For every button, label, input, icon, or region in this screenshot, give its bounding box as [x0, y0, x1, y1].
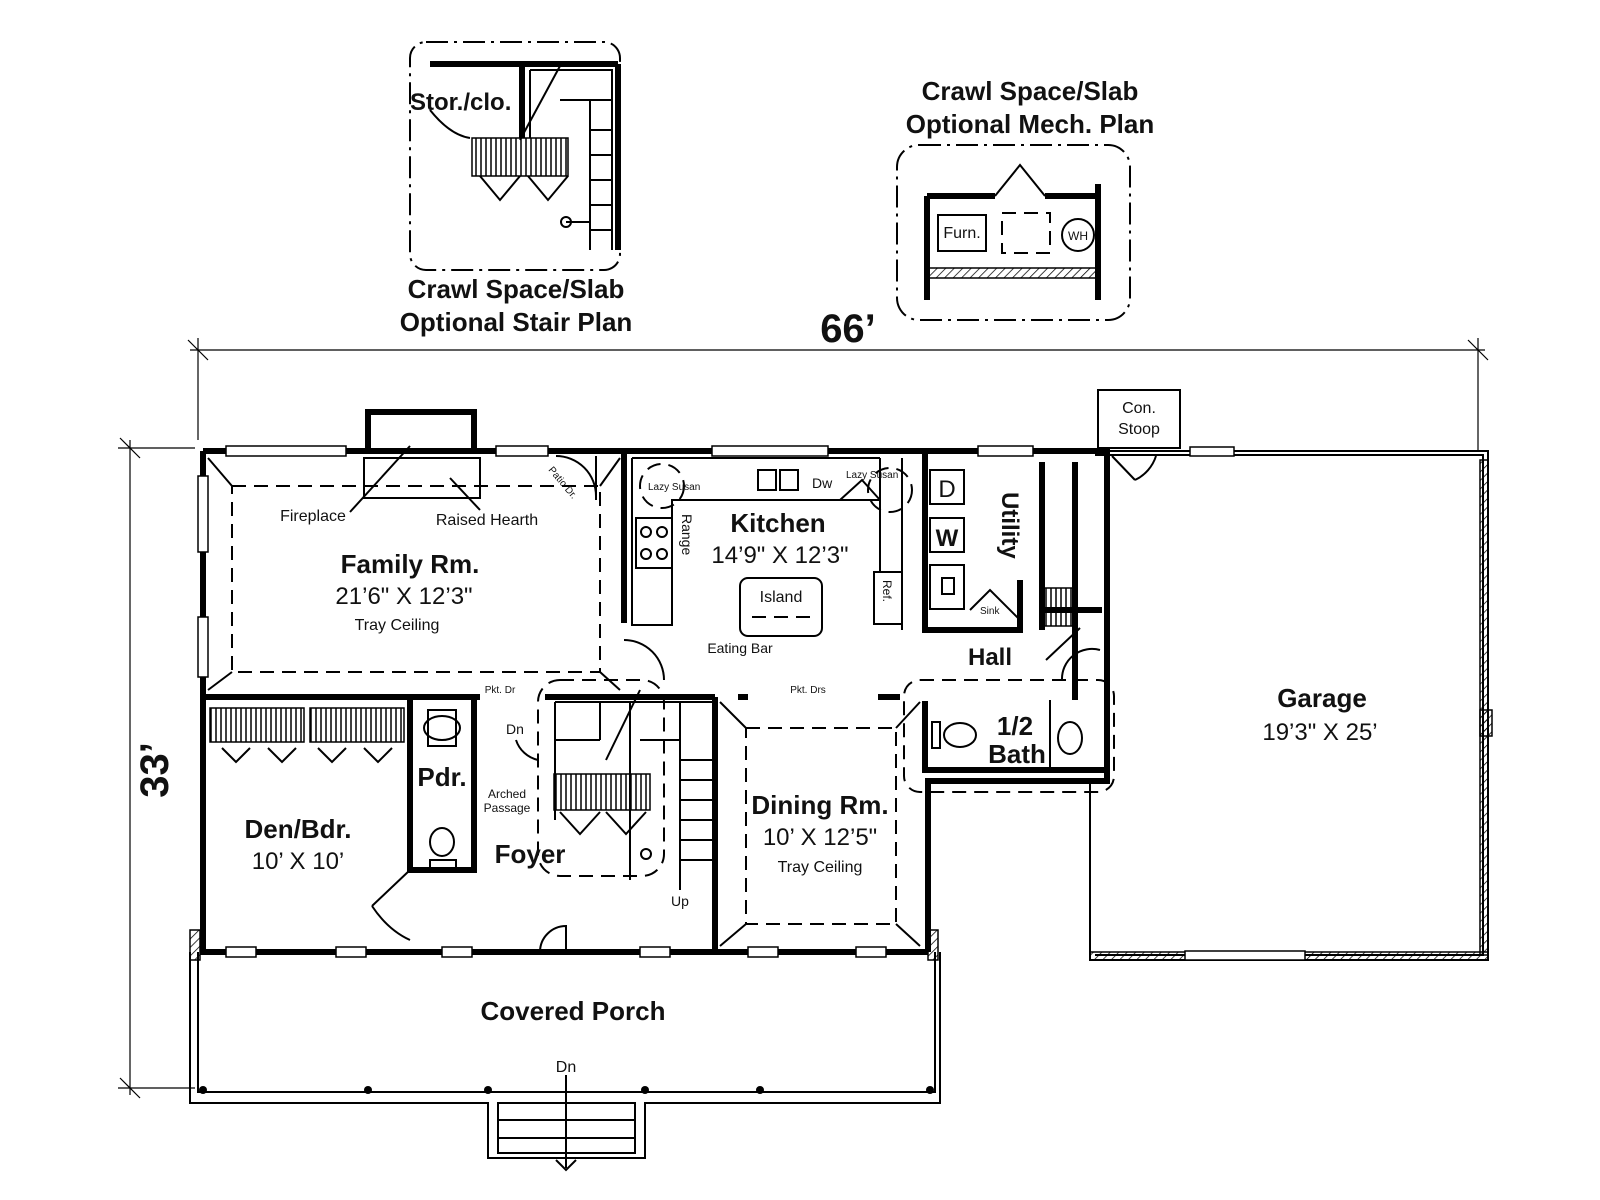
width-dimension-label: 66’ [820, 307, 876, 351]
depth-dimension-label: 33’ [133, 742, 177, 798]
garage-name: Garage [1277, 683, 1367, 713]
powder-room-name: Pdr. [417, 762, 466, 792]
garage: Garage 19’3" X 25’ [1262, 683, 1377, 746]
overall-depth-dimension: 33’ [118, 437, 195, 1099]
inset-mech-title-line1: Crawl Space/Slab [922, 76, 1139, 106]
inset-stair-title-line2: Optional Stair Plan [400, 307, 633, 337]
stoop-label-line2: Stoop [1118, 421, 1160, 438]
half-bath-name-line1: 1/2 [997, 711, 1033, 741]
arched-passage-label-line1: Arched [488, 787, 526, 801]
foyer-stairs: Dn Up Arched Passage Pkt. Dr Foyer [484, 679, 715, 953]
inset-stair-room-label: Stor./clo. [410, 89, 511, 116]
stairs-down-label: Dn [506, 721, 524, 737]
arched-passage-label-line2: Passage [484, 801, 531, 815]
refrigerator-label: Ref. [880, 580, 894, 602]
half-bath: 1/2 Bath [903, 679, 1115, 793]
inset-mech-title-line2: Optional Mech. Plan [906, 109, 1154, 139]
den-room-name: Den/Bdr. [245, 814, 352, 844]
dining-room-note: Tray Ceiling [778, 859, 863, 876]
patio-door-label: Patio Dr. [546, 465, 579, 501]
family-room-size: 21’6" X 12’3" [335, 583, 472, 610]
hall-name: Hall [968, 644, 1012, 671]
island-label: Island [760, 589, 803, 606]
concrete-stoop: Con. Stoop [1097, 389, 1181, 481]
dining-room: Pkt. Drs Dining Rm. 10’ X 12’5" Tray Cei… [719, 685, 921, 947]
kitchen-name: Kitchen [730, 508, 825, 538]
dryer-label: D [938, 476, 955, 503]
porch-steps-down-label: Dn [556, 1059, 576, 1076]
dining-room-name: Dining Rm. [751, 790, 888, 820]
pocket-door-label: Pkt. Dr [485, 685, 516, 696]
family-room-note: Tray Ceiling [355, 617, 440, 634]
utility-room-name: Utility [996, 492, 1023, 559]
powder-room: Pdr. [417, 709, 467, 869]
sink-label: Sink [980, 606, 1000, 617]
lazy-susan-right-label: Lazy Susan [846, 470, 898, 481]
inset-mech-plan: Crawl Space/Slab Optional Mech. Plan Fur… [896, 76, 1154, 321]
stoop-label-line1: Con. [1122, 400, 1156, 417]
den-bedroom: Den/Bdr. 10’ X 10’ [209, 707, 411, 941]
inset-water-heater-label: WH [1068, 229, 1088, 243]
covered-porch: Covered Porch Dn [189, 929, 941, 1172]
porch-name: Covered Porch [481, 996, 666, 1026]
range-label: Range [679, 514, 695, 555]
house-walls [197, 409, 1493, 961]
garage-size: 19’3" X 25’ [1262, 719, 1377, 746]
eating-bar-label: Eating Bar [707, 640, 773, 656]
overall-width-dimension: 66’ [187, 307, 1489, 450]
stairs-up-label: Up [671, 893, 689, 909]
family-room: Fireplace Raised Hearth Patio Dr. Family… [207, 445, 621, 691]
half-bath-name-line2: Bath [988, 739, 1046, 769]
washer-label: W [936, 525, 959, 552]
inset-stair-plan: Stor./clo. Crawl Space/Slab Optional Sta… [400, 41, 633, 337]
pocket-doors-label: Pkt. Drs [790, 685, 826, 696]
inset-furnace-label: Furn. [943, 225, 980, 242]
raised-hearth-label: Raised Hearth [436, 512, 538, 529]
dishwasher-label: Dw [812, 475, 833, 491]
fireplace-label: Fireplace [280, 508, 346, 525]
dining-room-size: 10’ X 12’5" [763, 824, 877, 851]
inset-stair-title-line1: Crawl Space/Slab [408, 274, 625, 304]
den-room-size: 10’ X 10’ [252, 848, 345, 875]
kitchen: Lazy Susan Lazy Susan Dw Range Ref. Kitc… [623, 457, 913, 681]
family-room-name: Family Rm. [341, 549, 480, 579]
utility-area: D W Sink Utility Hall [929, 469, 1101, 681]
kitchen-size: 14’9" X 12’3" [711, 542, 848, 569]
foyer-name: Foyer [495, 839, 566, 869]
lazy-susan-left-label: Lazy Susan [648, 482, 700, 493]
